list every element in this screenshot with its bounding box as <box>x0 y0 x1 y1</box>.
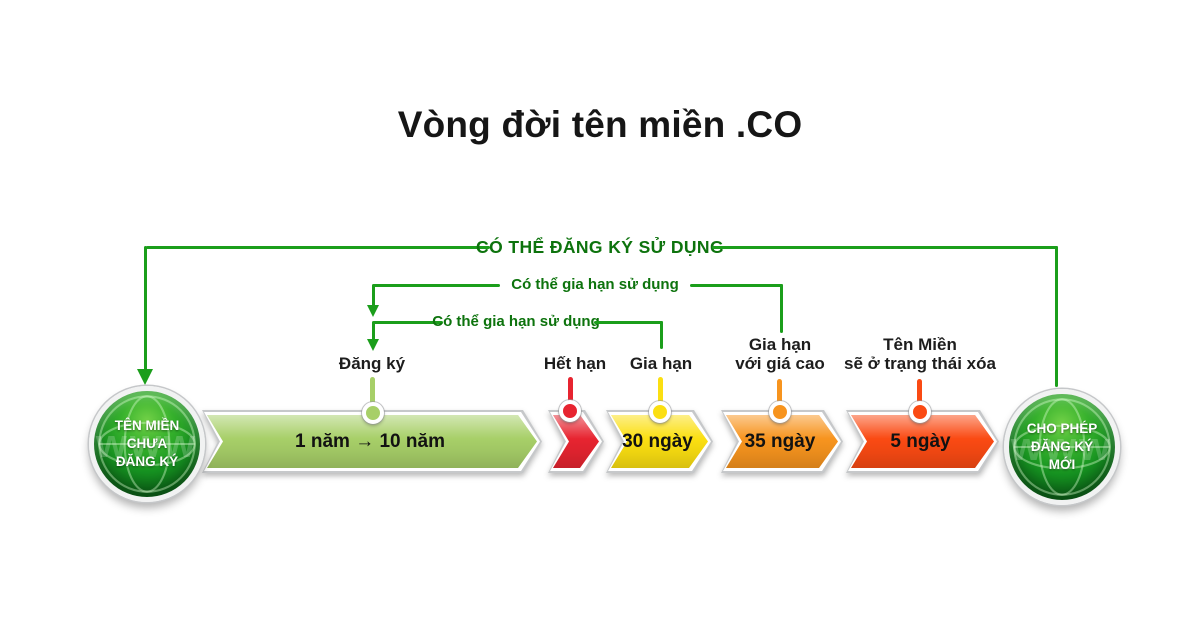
orb-label-right: CHO PHÉP ĐĂNG KÝ MỚI <box>1026 421 1098 472</box>
globe-icon <box>1013 398 1111 496</box>
stage-arrow-pending-delete-5-days: 5 ngày <box>846 410 999 473</box>
arrow-down-icon <box>137 369 153 385</box>
top-bracket-drop-right <box>1055 246 1058 387</box>
low-bracket-drop-right <box>660 321 663 349</box>
connector-dot-expire <box>559 400 581 422</box>
arrow-down-icon <box>367 339 379 351</box>
low-bracket-line-right <box>594 321 663 324</box>
stage-label: 1 năm → 10 năm <box>295 430 445 452</box>
stage-label: 30 ngày <box>622 430 693 452</box>
low-bracket-label: Có thể gia hạn sử dụng <box>432 313 600 330</box>
top-bracket-line-right <box>712 246 1058 249</box>
top-bracket-line-left <box>146 246 490 249</box>
connector-stick-renew <box>658 377 663 403</box>
connector-dot-register <box>362 402 384 424</box>
www-watermark: www <box>1010 424 1114 469</box>
milestone-label-trang-thai-xoa: Tên Miền sẽ ở trạng thái xóa <box>844 335 996 373</box>
low-bracket-drop-left <box>372 321 375 340</box>
orb-allow-new-registration: www CHO PHÉP ĐĂNG KÝ MỚI <box>1004 389 1120 505</box>
stage-arrow-fill <box>611 415 708 468</box>
www-watermark: www <box>95 421 199 466</box>
orb-label-left: TÊN MIỀN CHƯA ĐĂNG KÝ <box>114 418 180 469</box>
stage-label: 5 ngày <box>890 430 951 452</box>
low-bracket-line-left <box>373 321 443 324</box>
stage-label: 35 ngày <box>744 430 816 452</box>
orb-domain-not-registered: www TÊN MIỀN CHƯA ĐĂNG KÝ <box>89 386 205 502</box>
stage-arrow-registration-period: 1 năm → 10 năm <box>202 410 542 473</box>
mid-bracket-line-right <box>690 284 783 287</box>
milestone-label-dang-ky: Đăng ký <box>338 354 406 373</box>
connector-dot-delete <box>909 401 931 423</box>
stage-arrow-expired-chevron <box>548 410 604 473</box>
mid-bracket-drop-left <box>372 284 375 306</box>
milestone-label-het-han: Hết hạn <box>543 354 607 373</box>
mid-bracket-drop-right <box>780 284 783 333</box>
globe-icon <box>98 395 196 493</box>
mid-bracket-label: Có thể gia hạn sử dụng <box>511 276 679 293</box>
connector-stick-expire <box>568 377 573 402</box>
stage-arrow-fill <box>726 415 838 468</box>
stage-arrow-fill <box>851 415 994 468</box>
stage-arrow-fill <box>207 415 537 468</box>
milestone-label-gia-han-gia-cao: Gia hạn với giá cao <box>735 335 825 373</box>
connector-stick-delete <box>917 379 922 403</box>
page-title: Vòng đời tên miền .CO <box>397 104 803 145</box>
connector-stick-register <box>370 377 375 404</box>
connector-dot-highprice <box>769 401 791 423</box>
top-bracket-label: CÓ THỂ ĐĂNG KÝ SỬ DỤNG <box>476 237 724 257</box>
connector-stick-highprice <box>777 379 782 403</box>
milestone-label-gia-han: Gia hạn <box>629 354 693 373</box>
top-bracket-drop-left <box>144 246 147 370</box>
arrow-down-icon <box>367 305 379 317</box>
connector-dot-renew <box>649 401 671 423</box>
mid-bracket-line-left <box>373 284 500 287</box>
